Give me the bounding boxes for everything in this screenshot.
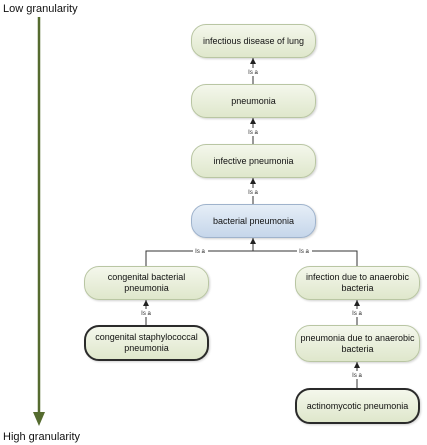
node-label: infectious disease of lung <box>202 35 305 46</box>
node-label: bacterial pneumonia <box>212 215 295 226</box>
arrowhead <box>143 300 149 306</box>
node-infective-pneumonia[interactable]: infective pneumonia <box>191 144 316 178</box>
node-label: pneumonia <box>231 95 276 106</box>
arrowhead <box>354 300 360 306</box>
is-a-label: Is a <box>141 311 151 317</box>
node-pneumonia-due-to-anaerobic-bacteria[interactable]: pneumonia due to anaerobic bacteria <box>295 325 420 362</box>
node-congenital-bacterial-pneumonia[interactable]: congenital bacterial pneumonia <box>84 266 209 300</box>
node-actinomycotic-pneumonia[interactable]: actinomycotic pneumonia <box>295 388 420 424</box>
is-a-label: Is a <box>248 130 258 136</box>
is-a-label: Is a <box>248 70 258 76</box>
is-a-label: Is a <box>352 373 362 379</box>
low-granularity-label: Low granularity <box>3 3 78 15</box>
node-label: congenital staphylococcal pneumonia <box>95 332 198 353</box>
node-label: infection due to anaerobic bacteria <box>305 272 410 293</box>
is-a-label: Is a <box>195 249 205 255</box>
high-granularity-label: High granularity <box>3 431 81 443</box>
arrowhead <box>250 238 256 244</box>
node-congenital-staphylococcal-pneumonia[interactable]: congenital staphylococcal pneumonia <box>84 325 209 361</box>
arrowhead <box>250 58 256 64</box>
node-bacterial-pneumonia[interactable]: bacterial pneumonia <box>191 204 316 238</box>
arrowhead <box>354 362 360 368</box>
is-a-label: Is a <box>352 311 362 317</box>
node-label: infective pneumonia <box>213 155 294 166</box>
is-a-label: Is a <box>248 190 258 196</box>
arrowhead <box>250 178 256 184</box>
edge-anaerobic-infection-to-bacterial <box>253 250 358 266</box>
node-label: actinomycotic pneumonia <box>306 400 409 411</box>
node-pneumonia[interactable]: pneumonia <box>191 84 316 118</box>
node-infection-due-to-anaerobic-bacteria[interactable]: infection due to anaerobic bacteria <box>295 266 420 300</box>
node-label: congenital bacterial pneumonia <box>107 272 186 293</box>
arrowhead <box>250 118 256 124</box>
is-a-label: Is a <box>299 249 309 255</box>
node-label: pneumonia due to anaerobic bacteria <box>300 332 415 354</box>
axis-arrowhead <box>33 412 45 426</box>
node-infectious-disease-of-lung[interactable]: infectious disease of lung <box>191 24 316 58</box>
